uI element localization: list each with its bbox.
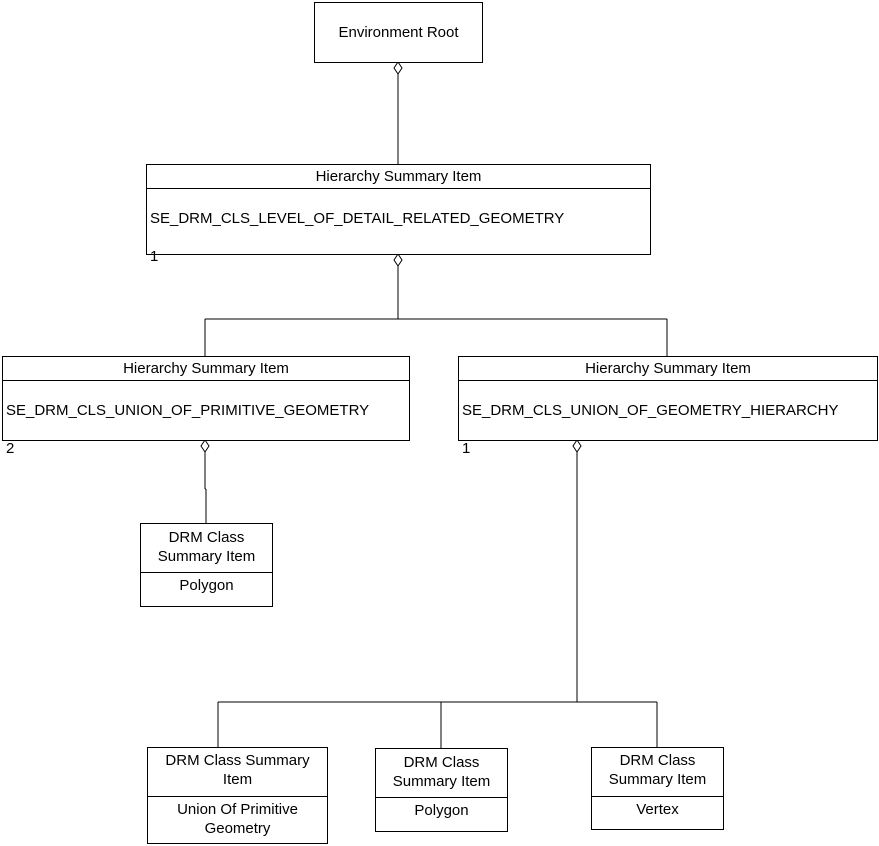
hierarchy-item-count: 1: [150, 248, 159, 265]
drm-class-item-header: DRM Class Summary Item: [376, 749, 507, 798]
hierarchy-item-body: SE_DRM_CLS_UNION_OF_GEOMETRY_HIERARCHY 1: [459, 381, 877, 478]
drm-class-item-header: DRM Class Summary Item: [592, 748, 723, 797]
hierarchy-item-count: 2: [6, 440, 15, 457]
drm-class-item-union-of-primitive-geometry: DRM Class Summary Item Union Of Primitiv…: [147, 747, 328, 844]
hierarchy-item-count: 1: [462, 440, 471, 457]
drm-class-item-name: Polygon: [414, 802, 469, 819]
hierarchy-item-union-hierarchy: Hierarchy Summary Item SE_DRM_CLS_UNION_…: [458, 356, 878, 457]
drm-class-item-polygon-left: DRM Class Summary Item Polygon: [140, 523, 273, 607]
drm-class-item-name: Polygon: [179, 577, 234, 594]
hierarchy-item-class-name: SE_DRM_CLS_LEVEL_OF_DETAIL_RELATED_GEOME…: [150, 210, 565, 227]
hierarchy-item-header: Hierarchy Summary Item: [3, 357, 409, 381]
drm-class-item-name: Vertex: [636, 801, 679, 818]
drm-class-item-header: DRM Class Summary Item: [148, 748, 327, 797]
hierarchy-item-header: Hierarchy Summary Item: [459, 357, 877, 381]
hierarchy-item-class-name: SE_DRM_CLS_UNION_OF_PRIMITIVE_GEOMETRY: [6, 402, 370, 419]
drm-class-item-name: Union Of Primitive Geometry: [177, 801, 298, 837]
hierarchy-item-union-primitive: Hierarchy Summary Item SE_DRM_CLS_UNION_…: [2, 356, 410, 457]
environment-root-box: Environment Root: [314, 2, 483, 63]
hierarchy-item-body: SE_DRM_CLS_UNION_OF_PRIMITIVE_GEOMETRY 2: [3, 381, 409, 478]
drm-class-item-vertex: DRM Class Summary Item Vertex: [591, 747, 724, 830]
environment-root-label: Environment Root: [338, 24, 459, 41]
aggregation-diamond-primitive: [200, 439, 210, 453]
hierarchy-item-class-name: SE_DRM_CLS_UNION_OF_GEOMETRY_HIERARCHY: [462, 402, 839, 419]
aggregation-diamond-hierarchy: [572, 439, 582, 453]
drm-class-item-header: DRM Class Summary Item: [141, 524, 272, 573]
aggregation-diamond-root: [393, 61, 403, 75]
aggregation-diamond-lod: [393, 253, 403, 267]
hierarchy-item-body: SE_DRM_CLS_LEVEL_OF_DETAIL_RELATED_GEOME…: [147, 189, 650, 286]
drm-class-item-polygon-bottom: DRM Class Summary Item Polygon: [375, 748, 508, 832]
hierarchy-item-level-of-detail: Hierarchy Summary Item SE_DRM_CLS_LEVEL_…: [146, 164, 651, 265]
hierarchy-item-header: Hierarchy Summary Item: [147, 165, 650, 189]
